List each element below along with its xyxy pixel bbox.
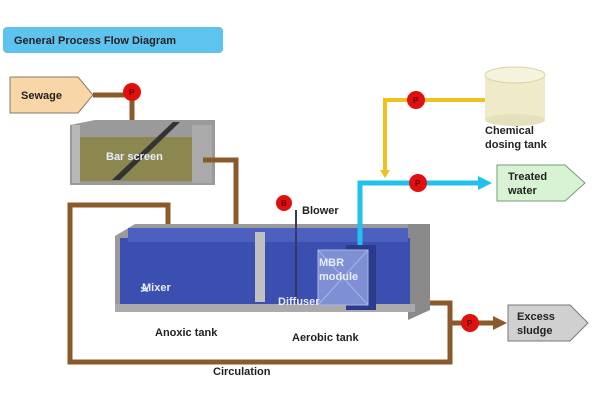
- treated-water-pump[interactable]: P: [409, 174, 427, 192]
- mbr-module: MBR module: [317, 245, 376, 310]
- sewage-pump[interactable]: P: [123, 83, 141, 101]
- mbr-label-2: module: [319, 271, 358, 283]
- circulation-pipe: [67, 202, 453, 365]
- title-box: General Process Flow Diagram: [3, 27, 223, 53]
- circulation-label: Circulation: [213, 366, 271, 378]
- blower-icon: [276, 195, 292, 211]
- treated-water-arrow: [478, 176, 492, 190]
- excess-sludge-label-1: Excess: [517, 311, 555, 323]
- chemical-tank-label-1: Chemical: [485, 125, 534, 137]
- svg-text:B: B: [281, 199, 287, 208]
- aerobic-tank-label: Aerobic tank: [292, 332, 360, 344]
- diffuser-label: Diffuser: [278, 296, 320, 308]
- mixer-icon: ≍: [140, 284, 149, 296]
- mbr-label-1: MBR: [319, 257, 344, 269]
- pump-icon: [407, 91, 425, 109]
- anoxic-tank-label: Anoxic tank: [155, 327, 218, 339]
- treated-water-label-2: water: [507, 185, 537, 197]
- pump-icon: [123, 83, 141, 101]
- sewage-label: Sewage: [21, 90, 62, 102]
- chemical-arrow: [380, 170, 390, 178]
- chemical-pipe: [383, 98, 485, 172]
- pump-icon: [461, 314, 479, 332]
- bar-screen-label: Bar screen: [106, 151, 163, 163]
- svg-text:P: P: [415, 179, 421, 188]
- main-tank: [115, 224, 430, 320]
- blower-node[interactable]: B: [276, 195, 292, 211]
- chemical-pump[interactable]: P: [407, 91, 425, 109]
- pump-icon: [409, 174, 427, 192]
- excess-sludge-pump[interactable]: P: [461, 314, 479, 332]
- excess-sludge-arrow: [493, 316, 507, 330]
- treated-water-pipe: [357, 180, 480, 245]
- chemical-tank-label-2: dosing tank: [485, 139, 548, 151]
- svg-text:P: P: [467, 319, 473, 328]
- treated-water-label-1: Treated: [508, 171, 547, 183]
- excess-sludge-node: Excess sludge: [507, 304, 589, 342]
- treated-water-node: Treated water: [496, 164, 586, 202]
- chemical-dosing-tank: [484, 66, 546, 126]
- bar-screen-tank: Bar screen: [70, 120, 215, 185]
- sewage-node: Sewage: [9, 76, 94, 114]
- svg-text:P: P: [413, 96, 419, 105]
- diagram-title: General Process Flow Diagram: [14, 35, 176, 47]
- blower-label: Blower: [302, 205, 339, 217]
- bar-screen-outlet-pipe: [203, 157, 239, 230]
- mixer-label: Mixer: [142, 282, 171, 294]
- svg-text:P: P: [129, 88, 135, 97]
- excess-sludge-label-2: sludge: [517, 325, 552, 337]
